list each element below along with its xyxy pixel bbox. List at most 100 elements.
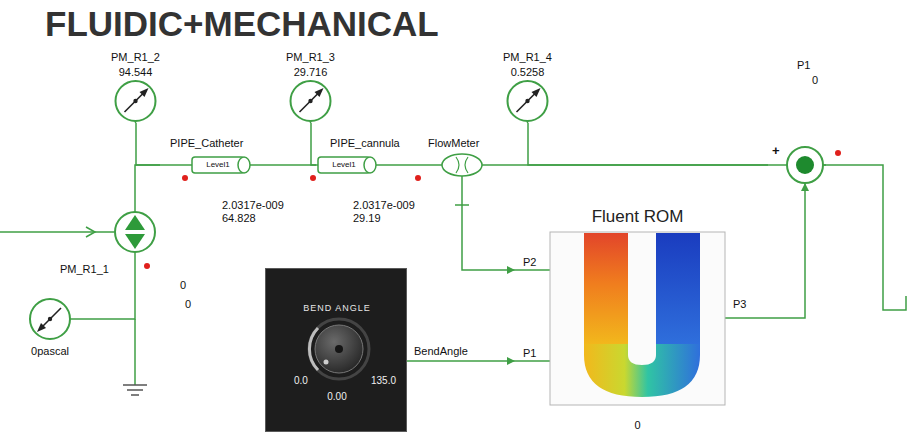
- component-label: 0.00: [327, 391, 346, 403]
- tube-leg: [584, 233, 628, 345]
- tube-bend: [584, 344, 700, 397]
- wire-stub: [134, 252, 136, 313]
- source-core: [796, 156, 814, 174]
- input-arrow: [86, 227, 95, 237]
- ground-wire: [134, 319, 136, 385]
- knob: [315, 325, 363, 373]
- ground-symbol: [131, 394, 139, 396]
- status-dot: [144, 263, 150, 269]
- rom-frame: [550, 232, 725, 405]
- component-label: 0pascal: [31, 344, 69, 358]
- gauge-needle-head: [140, 88, 149, 97]
- flowmeter-mark: [456, 157, 468, 173]
- flow-meter: FlowMeter: [425, 136, 487, 177]
- pump-triangle: [125, 234, 145, 249]
- source-body: [787, 147, 823, 183]
- component-label: PM_R1_3: [286, 50, 335, 64]
- component-label: BEND ANGLE: [303, 303, 371, 314]
- gauge-dial: [116, 81, 156, 121]
- wire-stub: [250, 164, 286, 166]
- wire-stub: [515, 269, 550, 271]
- wire-connector: [135, 165, 160, 210]
- component-label: P1: [797, 58, 810, 72]
- component-label: 0: [180, 278, 186, 292]
- wire-stub: [461, 176, 463, 177]
- bend-angle-knob-panel: BEND ANGLE 0.0 135.0 0.00: [265, 268, 407, 432]
- ground-symbol: [123, 384, 147, 386]
- wire-stub: [515, 360, 550, 362]
- component-label: PM_R1_4: [503, 50, 552, 64]
- pipe-end: [238, 157, 250, 173]
- status-dot: [182, 175, 188, 181]
- input-wire: [0, 231, 114, 233]
- component-label: 29.716: [294, 65, 328, 79]
- pressure-gauge: PM_R1_294.544: [108, 50, 163, 123]
- pump-symbol: PM_R1_100: [55, 210, 194, 313]
- wire-connector: [417, 164, 425, 166]
- gauge-hub: [525, 99, 529, 103]
- gauge-needle-head: [37, 323, 46, 332]
- component-graphic: [515, 205, 760, 435]
- wire-stub: [376, 164, 417, 166]
- pipe-component: PIPE_CatheterLevel12.0317e-00964.828: [160, 136, 286, 227]
- wire-connector: [311, 123, 316, 165]
- wire-stub: [70, 318, 74, 320]
- component-label: PM_R1_2: [111, 50, 160, 64]
- gauge-hub: [308, 99, 312, 103]
- component-label: Level1: [206, 160, 230, 170]
- pressure-source: P10+: [768, 58, 826, 183]
- pressure-gauge: 0pascal: [26, 298, 74, 359]
- knob-pointer: [324, 360, 329, 365]
- fluent-rom-block: Fluent ROMP2P1P30: [515, 205, 760, 435]
- pipe-component: PIPE_cannulaLevel12.0317e-00929.19: [316, 136, 417, 227]
- gauge-dial: [508, 81, 548, 121]
- component-label: P3: [733, 297, 746, 311]
- gauge-needle: [300, 92, 320, 112]
- component-graphic: [266, 269, 408, 433]
- pressure-gauge: PM_R1_40.5258: [500, 50, 555, 123]
- component-label: PIPE_cannula: [330, 136, 400, 150]
- gauge-needle: [517, 92, 537, 112]
- component-label: FlowMeter: [428, 136, 479, 150]
- tube-leg: [656, 233, 700, 345]
- wire-connector: [462, 177, 515, 270]
- connector-arrowhead: [507, 266, 515, 274]
- diagram-title: FLUIDIC+MECHANICAL: [45, 4, 439, 44]
- wire-stub: [725, 317, 760, 319]
- wire-connector: [407, 360, 515, 362]
- component-label: PM_R1_1: [60, 262, 109, 276]
- wire-stub: [310, 121, 312, 123]
- component-label: P1: [523, 346, 536, 360]
- pump-triangle: [125, 215, 145, 230]
- component-label: Level1: [332, 160, 356, 170]
- wire-stub: [527, 121, 529, 123]
- return-wire: [805, 165, 906, 310]
- wire-connector: [74, 313, 135, 319]
- wire-stub: [425, 164, 442, 166]
- connector-arrowhead: [801, 183, 809, 191]
- wire-stub: [160, 164, 192, 166]
- wire-connector: [760, 183, 805, 318]
- gauge-dial: [30, 299, 70, 339]
- signal-label: BendAngle: [412, 344, 470, 358]
- gauge-dial: [291, 81, 331, 121]
- knob-ring: [309, 319, 369, 379]
- pipe-end: [364, 157, 376, 173]
- component-label: PIPE_Catheter: [170, 136, 243, 150]
- component-label: 0.0: [294, 375, 308, 387]
- component-label: +: [772, 144, 780, 158]
- pressure-gauge: PM_R1_329.716: [283, 50, 338, 123]
- gauge-needle: [125, 92, 145, 112]
- component-label: 2.0317e-009: [353, 198, 415, 212]
- wire-connector: [528, 123, 768, 165]
- gauge-needle-head: [532, 88, 541, 97]
- connector-arrowhead: [507, 357, 515, 365]
- status-dot: [310, 175, 316, 181]
- component-label: 135.0: [371, 375, 396, 387]
- component-label: P2: [523, 255, 536, 269]
- wire-connector: [136, 123, 160, 165]
- pipe-body: [192, 157, 244, 173]
- gauge-hub: [48, 317, 52, 321]
- component-label: Fluent ROM: [592, 207, 684, 227]
